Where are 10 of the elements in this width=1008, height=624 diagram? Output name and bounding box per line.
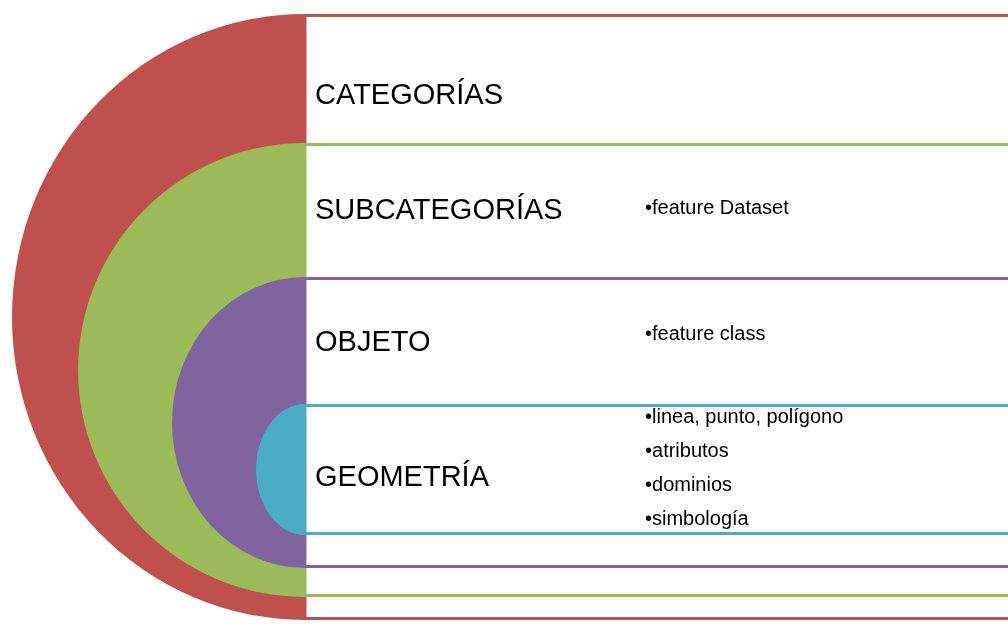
bullet-item: •feature class [645,321,766,346]
level-heading: SUBCATEGORÍAS [315,193,563,226]
bullet-item: •atributos [645,438,729,463]
bullet-item: •feature Dataset [645,195,789,220]
level-heading: OBJETO [315,325,431,358]
bullet-item: •dominios [645,472,733,497]
level-heading: GEOMETRÍA [315,460,489,493]
bullet-item: •linea, punto, polígono [645,404,844,429]
level-heading: CATEGORÍAS [315,78,503,111]
bullet-item: •simbología [645,506,749,531]
